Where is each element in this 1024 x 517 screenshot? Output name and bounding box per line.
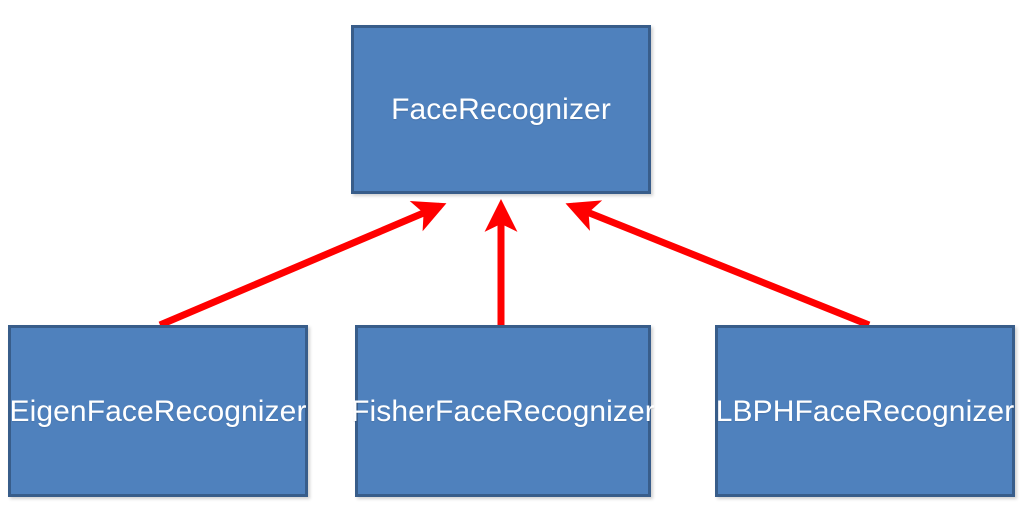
node-face-recognizer[interactable]: FaceRecognizer — [351, 25, 651, 194]
node-label-fisher-face-recognizer: FisherFaceRecognizer — [351, 394, 655, 428]
arrow-eigen-to-base — [158, 200, 447, 329]
node-eigen-face-recognizer[interactable]: EigenFaceRecognizer — [8, 325, 308, 497]
node-fisher-face-recognizer[interactable]: FisherFaceRecognizer — [351, 325, 655, 497]
node-label-eigen-face-recognizer: EigenFaceRecognizer — [9, 394, 307, 428]
arrow-lbph-to-base — [565, 200, 871, 329]
node-lbph-face-recognizer[interactable]: LBPHFaceRecognizer — [715, 325, 1015, 497]
node-label-face-recognizer: FaceRecognizer — [391, 93, 611, 126]
node-label-lbph-face-recognizer: LBPHFaceRecognizer — [715, 394, 1015, 428]
